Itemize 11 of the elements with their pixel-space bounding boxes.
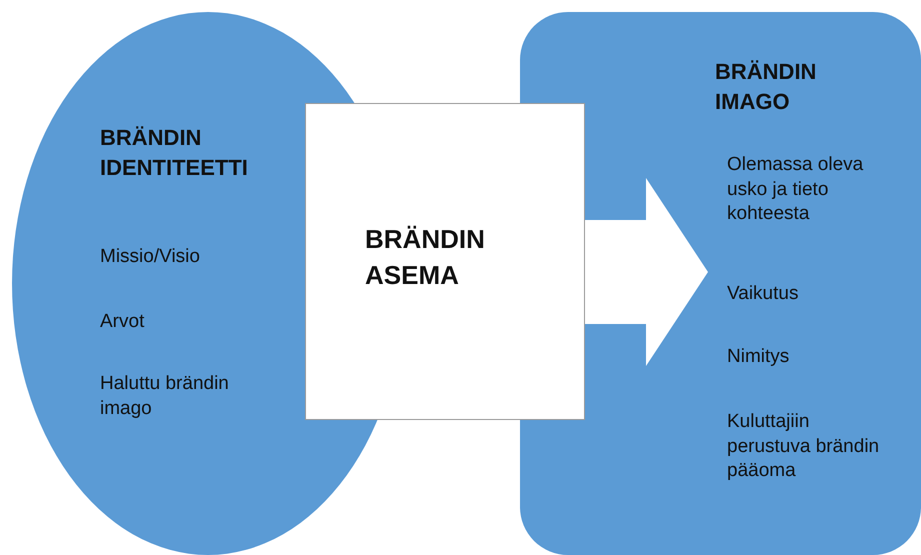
heading-text: BRÄNDIN IDENTITEETTI [100, 124, 249, 182]
item-text: Arvot [100, 310, 146, 334]
heading-text: BRÄNDIN IMAGO [715, 58, 818, 116]
block-arrow [585, 178, 708, 366]
item-text: Vaikutus [727, 282, 800, 306]
item-text: Olemassa oleva usko ja tieto kohteesta [727, 153, 864, 226]
heading-text: BRÄNDIN ASEMA [365, 223, 486, 292]
item-text: Kuluttajiin perustuva brändin pääoma [727, 410, 880, 484]
item-text: Nimitys [727, 345, 790, 369]
item-text: Haluttu brändin imago [100, 372, 230, 421]
item-text: Missio/Visio [100, 245, 201, 269]
